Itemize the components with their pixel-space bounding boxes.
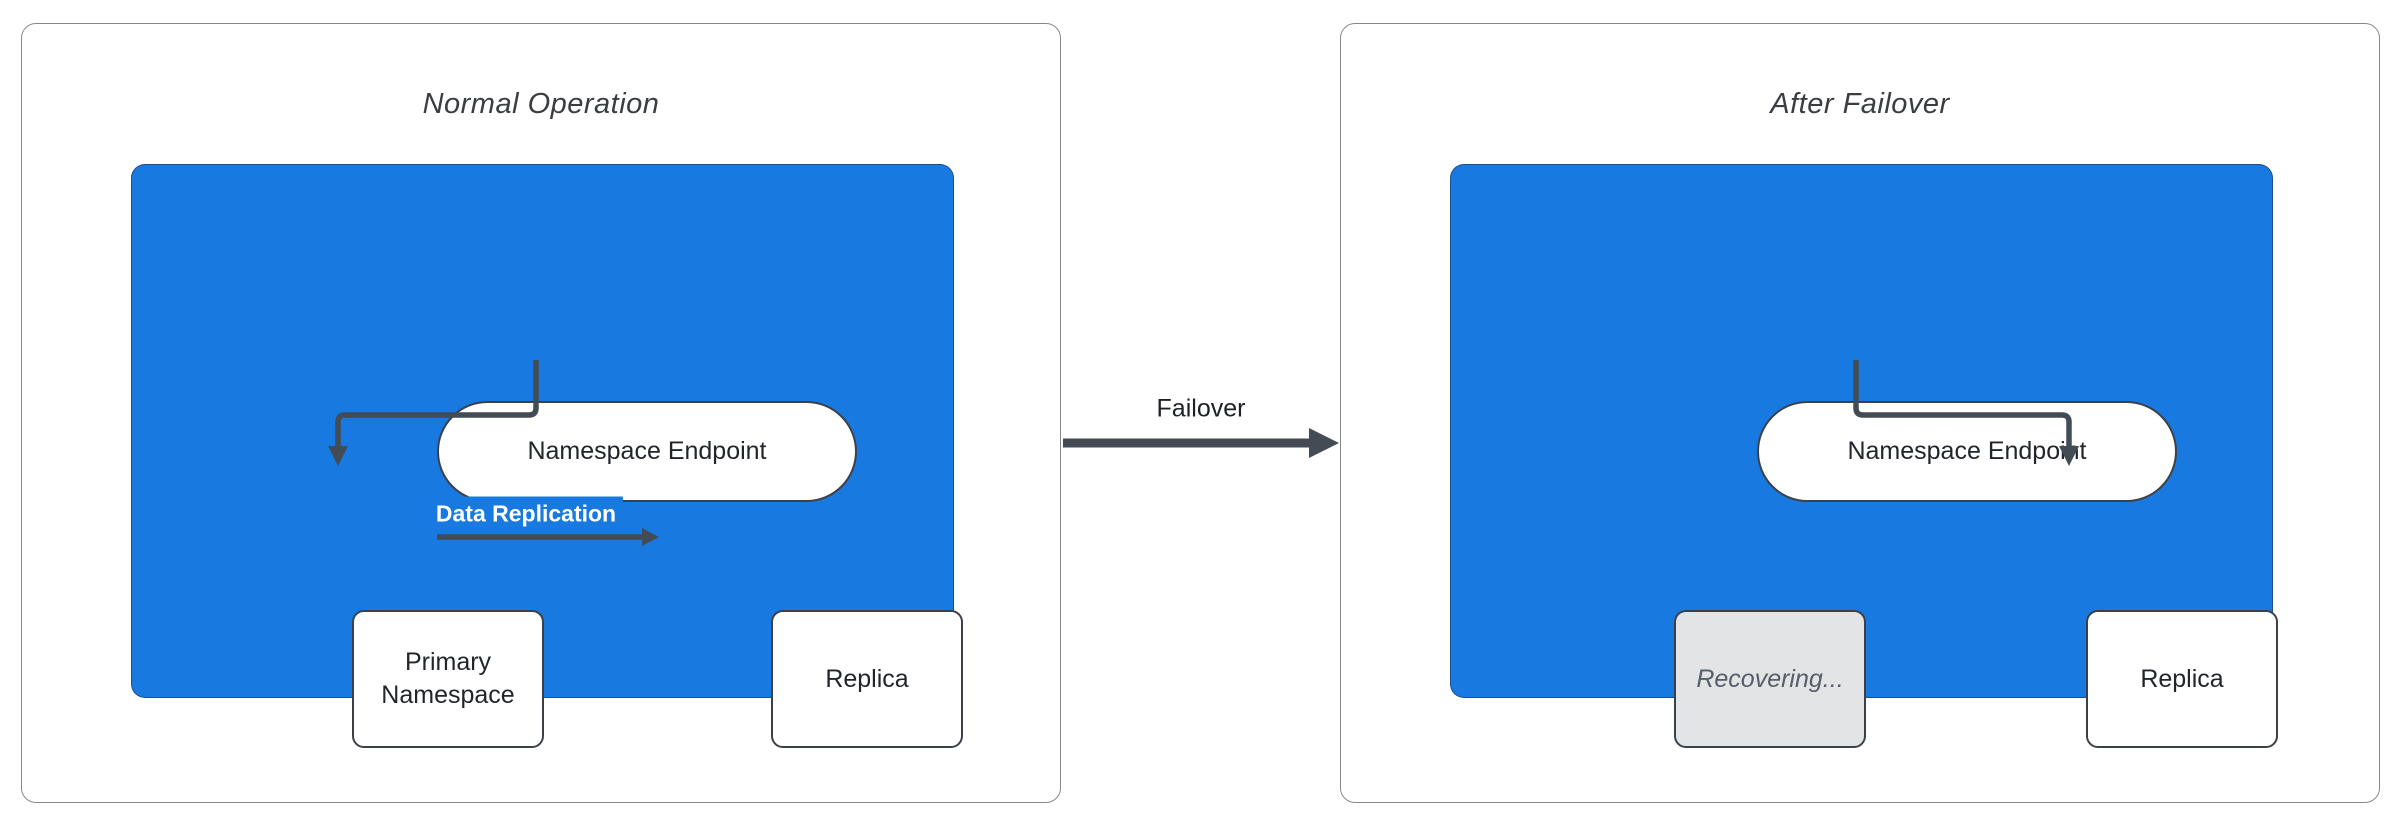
node-label: Recovering... (1696, 664, 1844, 693)
node-label: Replica (2140, 664, 2224, 693)
node-label: Namespace Endpoint (1847, 437, 2087, 465)
panel-title-after-failover: After Failover (1770, 88, 1950, 120)
panel-normal-operation: Normal Operation Namespace Endpoint Prim… (21, 23, 1061, 803)
arrowhead-right-icon (1309, 428, 1339, 458)
data-replication-label: Data Replication (428, 496, 624, 532)
panel-after-failover: After Failover Namespace Endpoint Recove… (1340, 23, 2380, 803)
node-replica-normal: Replica (771, 610, 963, 748)
node-replica-failover: Replica (2086, 610, 2278, 748)
node-namespace-endpoint-failover: Namespace Endpoint (1757, 401, 2177, 502)
node-label: Namespace Endpoint (527, 437, 767, 465)
failover-label: Failover (1156, 394, 1246, 423)
panel-title-normal-operation: Normal Operation (422, 88, 660, 120)
failover-arrow (1063, 428, 1339, 458)
node-primary-namespace: Primary Namespace (352, 610, 544, 748)
node-label: Replica (825, 664, 909, 693)
node-label: Primary Namespace (381, 648, 515, 709)
cluster-normal-operation: Namespace Endpoint Primary Namespace Rep… (131, 164, 963, 748)
cluster-after-failover: Namespace Endpoint Recovering... Replica (1450, 164, 2278, 748)
node-recovering: Recovering... (1674, 610, 1866, 748)
node-namespace-endpoint-normal: Namespace Endpoint (437, 401, 857, 502)
